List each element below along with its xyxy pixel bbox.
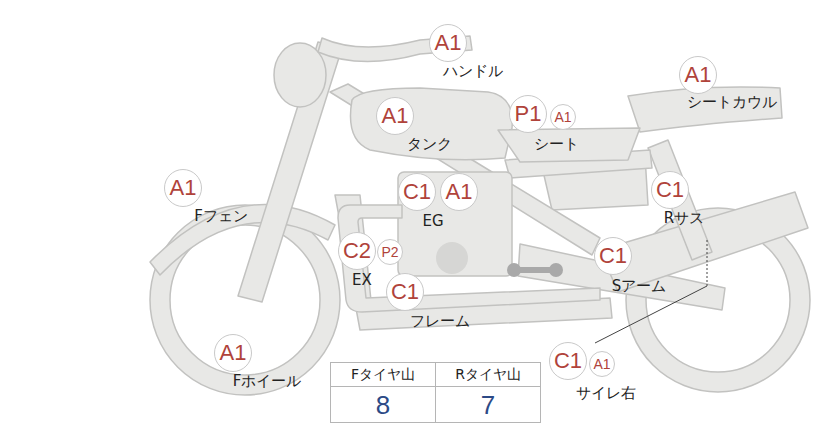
callout-circle: C1 [594, 237, 632, 275]
part-name: シート [534, 137, 579, 152]
callout-code: C1 [391, 281, 419, 303]
callout-code: C1 [599, 245, 627, 267]
part-name: タンク [407, 137, 452, 152]
callout-code: C1 [656, 179, 684, 201]
callout-code: C1 [403, 181, 431, 203]
callout-code: A1 [220, 342, 247, 364]
callout-code: A1 [446, 181, 473, 203]
part-name: Fホイール [233, 374, 302, 389]
callout-code: A1 [685, 64, 712, 86]
part-name: シートカウル [687, 95, 777, 110]
part-name: フレーム [410, 314, 470, 329]
callout-code: A1 [435, 32, 462, 54]
part-name: ハンドル [443, 64, 503, 79]
part-name: EX [352, 273, 372, 288]
callout-code: A1 [382, 105, 409, 127]
tread-table [331, 363, 541, 423]
leader-line [707, 240, 708, 286]
callout-circle: A1 [214, 334, 252, 372]
callout-circle: A1 [589, 351, 615, 377]
table-value: 8 [376, 392, 390, 418]
callout-code: A1 [170, 177, 197, 199]
callout-circle: C2 [338, 232, 376, 270]
part-name: Sアーム [612, 279, 667, 294]
part-name: Rサス [664, 211, 704, 226]
callout-code: P2 [381, 245, 398, 259]
callout-circle: C1 [651, 171, 689, 209]
part-name: サイレ右 [576, 386, 636, 401]
leader-line [595, 286, 707, 343]
part-name: EG [422, 214, 443, 229]
part-name: Fフェン [194, 209, 248, 224]
table-header: Fタイヤ山 [351, 367, 415, 381]
callout-circle: A1 [376, 97, 414, 135]
callout-code: A1 [554, 110, 571, 124]
callout-circle: A1 [550, 104, 576, 130]
engine-detail [436, 242, 468, 274]
table-header: Rタイヤ山 [455, 367, 521, 381]
callout-circle: P1 [509, 95, 547, 133]
table-value: 7 [481, 392, 495, 418]
callout-code: C1 [554, 350, 582, 372]
callout-code: C2 [343, 240, 371, 262]
callout-circle: C1 [386, 273, 424, 311]
callout-circle: A1 [679, 56, 717, 94]
callout-circle: P2 [377, 239, 403, 265]
callout-circle: A1 [440, 173, 478, 211]
callout-circle: A1 [164, 169, 202, 207]
callout-code: A1 [593, 357, 610, 371]
callout-code: P1 [515, 103, 542, 125]
callout-circle: C1 [398, 173, 436, 211]
callout-circle: C1 [549, 342, 587, 380]
callout-circle: A1 [429, 24, 467, 62]
